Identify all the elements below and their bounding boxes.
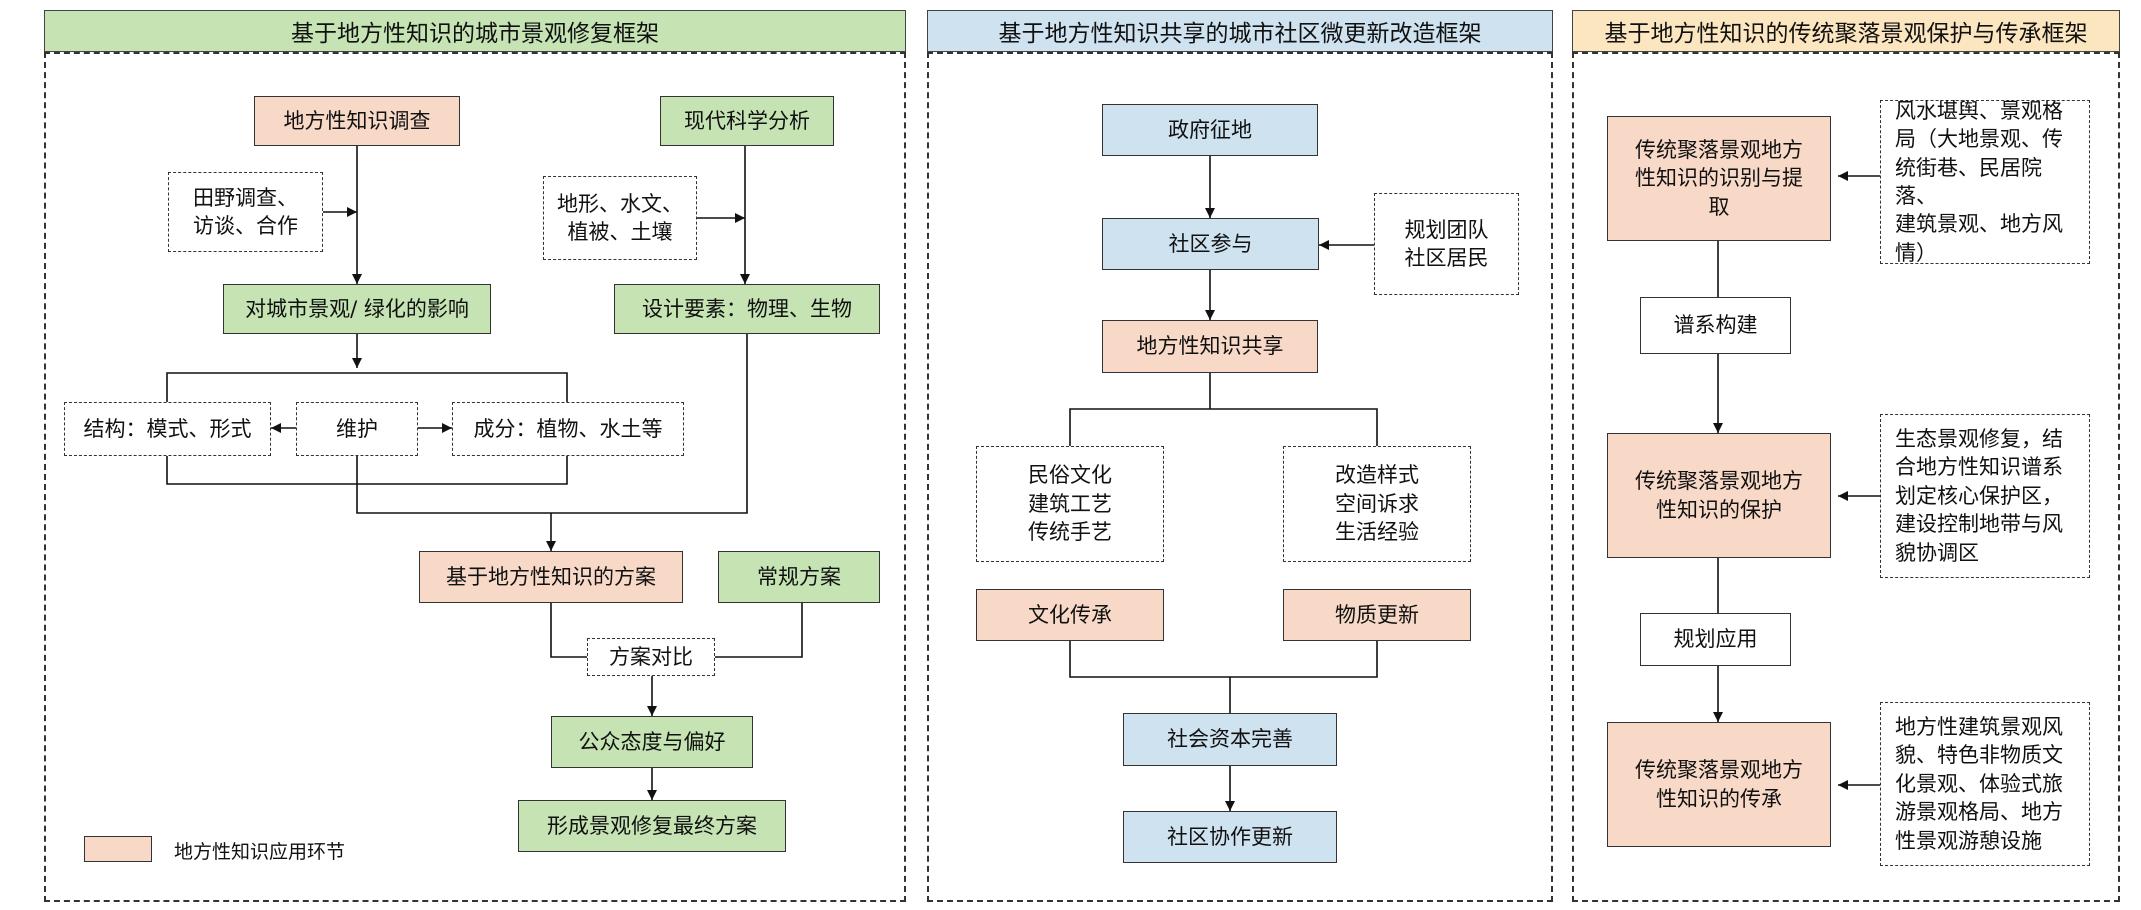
planning-application-box: 规划应用 (1640, 613, 1791, 666)
structure-pattern-box: 结构：模式、形式 (64, 402, 271, 456)
fieldwork-methods-box: 田野调查、 访谈、合作 (168, 172, 323, 252)
protection-box: 传统聚落景观地方 性知识的保护 (1607, 433, 1831, 558)
component-box: 成分：植物、水土等 (452, 402, 684, 456)
folk-culture-box: 民俗文化 建筑工艺 传统手艺 (976, 446, 1164, 562)
public-attitude-box: 公众态度与偏好 (551, 716, 753, 768)
local-knowledge-survey-box: 地方性知识调查 (254, 96, 460, 146)
urban-landscape-impact-box: 对城市景观/ 绿化的影响 (223, 284, 491, 334)
fengshui-box: 风水堪舆、景观格 局（大地景观、传 统街巷、民居院落、 建筑景观、地方风 情） (1880, 99, 2090, 265)
middle-panel-frame (927, 52, 1553, 902)
middle-panel-title: 基于地方性知识共享的城市社区微更新改造框架 (927, 10, 1553, 52)
community-participation-box: 社区参与 (1102, 218, 1319, 270)
material-renewal-box: 物质更新 (1283, 589, 1471, 641)
cultural-inheritance-box: 文化传承 (976, 589, 1164, 641)
local-knowledge-plan-box: 基于地方性知识的方案 (419, 551, 683, 603)
left-panel-frame (44, 52, 906, 902)
eco-restoration-box: 生态景观修复，结 合地方性知识谱系 划定核心保护区， 建设控制地带与风 貌协调区 (1880, 414, 2090, 578)
regular-plan-box: 常规方案 (718, 551, 880, 603)
renovation-style-box: 改造样式 空间诉求 生活经验 (1283, 446, 1471, 562)
left-panel-title: 基于地方性知识的城市景观修复框架 (44, 10, 906, 52)
genealogy-box: 谱系构建 (1640, 297, 1791, 354)
final-restoration-plan-box: 形成景观修复最终方案 (518, 800, 786, 852)
modern-science-analysis-box: 现代科学分析 (660, 96, 834, 146)
social-capital-box: 社会资本完善 (1123, 713, 1337, 766)
design-elements-box: 设计要素：物理、生物 (614, 284, 880, 334)
government-land-box: 政府征地 (1102, 104, 1318, 156)
terrain-factors-box: 地形、水文、 植被、土壤 (543, 176, 697, 260)
right-panel-frame (1572, 52, 2120, 902)
plan-comparison-box: 方案对比 (587, 638, 715, 676)
knowledge-sharing-box: 地方性知识共享 (1102, 320, 1318, 373)
planning-team-box: 规划团队 社区居民 (1374, 193, 1519, 295)
community-collaboration-box: 社区协作更新 (1123, 811, 1337, 863)
legend-label: 地方性知识应用环节 (174, 841, 346, 863)
right-panel-title: 基于地方性知识的传统聚落景观保护与传承框架 (1572, 10, 2120, 52)
legend-swatch (84, 836, 152, 862)
inheritance-box: 传统聚落景观地方 性知识的传承 (1607, 722, 1831, 847)
identification-box: 传统聚落景观地方 性知识的识别与提 取 (1607, 116, 1831, 241)
architecture-landscape-box: 地方性建筑景观风 貌、特色非物质文 化景观、体验式旅 游景观格局、地方 性景观游… (1880, 702, 2090, 866)
maintenance-box: 维护 (296, 402, 418, 456)
